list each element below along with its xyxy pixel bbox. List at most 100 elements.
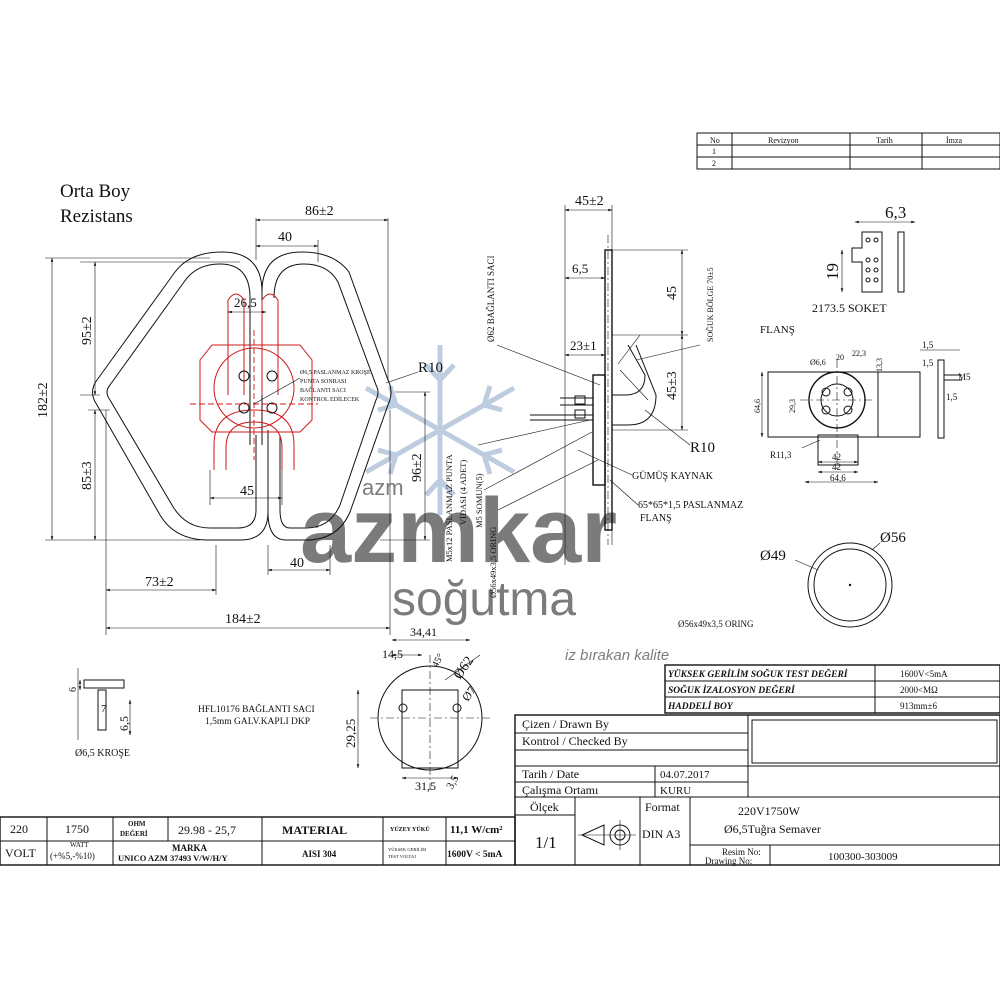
note-line4: KONTROL EDİLECEK bbox=[300, 396, 360, 403]
revision-table: No Revizyon Tarih İmza 1 2 bbox=[696, 132, 1000, 170]
flans-dim-42a: 42 bbox=[832, 452, 841, 462]
note-line1: Ø6,5 PASLANMAZ KROŞE bbox=[300, 370, 371, 376]
plate-dim-145: 14,5 bbox=[382, 647, 403, 661]
bt-marka-value: UNICO AZM 37493 V/W/H/Y bbox=[118, 853, 228, 863]
flans-dim-133: 13,3 bbox=[875, 358, 884, 372]
rev-header-tarih: Tarih bbox=[876, 136, 893, 145]
krose-label: Ø6,5 KROŞE bbox=[75, 748, 130, 759]
dim-total-width: 184±2 bbox=[225, 612, 261, 627]
krose-view: 6 6,5 7 Ø6,5 KROŞE bbox=[68, 668, 132, 759]
title-line2: Rezistans bbox=[60, 206, 133, 227]
krose-dim-65: 6,5 bbox=[117, 716, 131, 731]
bottom-spec-table: 220 VOLT 1750 WATT (+%5,-%10) OHM DEĞERİ… bbox=[0, 816, 516, 866]
tb-checked-by: Kontrol / Checked By bbox=[522, 734, 628, 748]
dim-inner-bottom: 45 bbox=[240, 484, 254, 499]
plate-dim-315: 31,5 bbox=[415, 779, 436, 793]
spec-label-2: SOĞUK İZALOSYON DEĞERİ bbox=[668, 683, 795, 696]
spec-value-2: 2000<MΩ bbox=[900, 685, 938, 695]
flans-dim-15b: 1,5 bbox=[922, 358, 934, 368]
plate-view: 34,41 14,5 Ø62 Ø7 29,25 31,5 45° 3,5 bbox=[343, 625, 490, 793]
spec-value-1: 1600V<5mA bbox=[900, 669, 948, 679]
dim-total-height: 182±2 bbox=[36, 382, 51, 418]
bt-ohm-label1: OHM bbox=[128, 820, 146, 828]
dim-bottom-right: 40 bbox=[290, 556, 304, 571]
flans-dim-d66: Ø6,6 bbox=[810, 358, 826, 367]
plate-dim-7: Ø7 bbox=[459, 684, 479, 704]
flans-dim-r113: R11,3 bbox=[770, 450, 792, 460]
dim-left-lower: 85±3 bbox=[80, 461, 95, 490]
watermark-brand: azmkar bbox=[300, 480, 617, 582]
plate-dim-35: 3,5 bbox=[444, 773, 462, 791]
oring-dim-56: Ø56 bbox=[880, 530, 906, 546]
side-label-flans-1: 65*65*1,5 PASLANMAZ bbox=[638, 500, 743, 511]
dim-top-width: 86±2 bbox=[305, 204, 334, 219]
plate-dim-3441: 34,41 bbox=[410, 625, 437, 639]
projection-symbol-icon bbox=[578, 820, 636, 850]
rev-header-revizyon: Revizyon bbox=[768, 136, 799, 145]
flans-dim-15c: 1,5 bbox=[946, 392, 958, 402]
bt-surface-value: 11,1 W/cm² bbox=[450, 824, 503, 836]
spec-label-1: YÜKSEK GERİLİM SOĞUK TEST DEĞERİ bbox=[668, 667, 848, 680]
note-line3: BAĞLANTI SACI bbox=[300, 386, 346, 394]
rev-header-imza: İmza bbox=[946, 136, 962, 145]
plate-dim-2925: 29,25 bbox=[343, 719, 358, 748]
flans-dim-20: 20 bbox=[836, 353, 844, 362]
flans-dim-646: 64,6 bbox=[753, 399, 762, 413]
tb-scale-label: Ölçek bbox=[530, 800, 559, 814]
flans-label: FLANŞ bbox=[760, 324, 795, 336]
flans-dim-42b: 42 bbox=[832, 462, 841, 472]
bt-watt-value: 1750 bbox=[65, 822, 89, 836]
soket-dim-63: 6,3 bbox=[885, 203, 906, 222]
flans-view: FLANŞ Ø6,6 20 22,3 13,3 64,6 29,3 42 42 … bbox=[753, 324, 971, 484]
dim-center-gap: 26,5 bbox=[234, 295, 257, 310]
plate-dim-62: Ø62 bbox=[451, 654, 477, 682]
snowflake-icon bbox=[364, 345, 516, 515]
bt-marka-label: MARKA bbox=[172, 843, 207, 853]
note-line2: PUNTA SONRASI bbox=[300, 379, 346, 385]
watermark-slogan: iz bırakan kalite bbox=[565, 647, 669, 664]
flans-dim-646b: 64,6 bbox=[830, 473, 846, 483]
rev-row-2: 2 bbox=[712, 159, 716, 168]
krose-dim-7: 7 bbox=[101, 703, 107, 715]
side-dim-23: 23±1 bbox=[570, 338, 597, 353]
side-label-kaynak: GÜMÜŞ KAYNAK bbox=[632, 470, 714, 482]
tb-drawing-no-label1: Resim No: bbox=[722, 847, 761, 857]
soket-dim-19: 19 bbox=[823, 263, 842, 280]
tb-drawing-no-label2: Drawing No: bbox=[705, 856, 752, 866]
dim-top-inner: 40 bbox=[278, 230, 292, 245]
tb-format-label: Format bbox=[645, 800, 680, 814]
bt-material-value: AISI 304 bbox=[302, 849, 337, 859]
watermark-small: azm bbox=[362, 475, 404, 500]
bt-hv-label1: YÜKSEK GERİLİM bbox=[388, 847, 426, 852]
tb-date-value: 04.07.2017 bbox=[660, 769, 710, 781]
soket-label: 2173.5 SOKET bbox=[812, 301, 887, 315]
plate-dim-45: 45° bbox=[430, 652, 447, 670]
oring-view: Ø49 Ø56 Ø56x49x3,5 ORING bbox=[678, 530, 906, 629]
title-line1: Orta Boy bbox=[60, 181, 131, 202]
side-label-somun: M5 SOMUN(5) bbox=[474, 473, 484, 528]
bt-material-label: MATERIAL bbox=[282, 823, 347, 837]
dim-left-upper: 95±2 bbox=[80, 316, 95, 345]
side-dim-65: 6,5 bbox=[572, 261, 588, 276]
side-bend-label: SOĞUK BÖLGE 70±5 bbox=[705, 267, 715, 342]
rev-row-1: 1 bbox=[712, 147, 716, 156]
side-dim-45: 45 bbox=[665, 286, 680, 300]
flans-dim-m5: M5 bbox=[958, 372, 971, 382]
bt-watt-label: WATT bbox=[70, 841, 89, 849]
bt-ohm-value: 29.98 - 25,7 bbox=[178, 823, 236, 837]
spec-value-3: 913mm±6 bbox=[900, 701, 937, 711]
main-element-view: 86±2 40 26,5 95±2 182±2 85±3 96±2 45 bbox=[36, 204, 443, 635]
side-label-vida-2: VİDASI (4 ADET) bbox=[458, 460, 468, 525]
spec-label-3: HADDELİ BOY bbox=[667, 700, 734, 712]
side-label-flans-2: FLANŞ bbox=[640, 513, 672, 524]
bt-ohm-label2: DEĞERİ bbox=[120, 830, 148, 838]
dim-right-lower: 96±2 bbox=[410, 453, 425, 482]
tb-format-value: DIN A3 bbox=[642, 827, 680, 841]
soket-view: 6,3 19 2173.5 SOKET bbox=[812, 203, 916, 315]
tb-env-value: KURU bbox=[660, 785, 691, 797]
rev-header-no: No bbox=[710, 136, 720, 145]
krose-dim-6: 6 bbox=[68, 687, 79, 692]
flans-dim-223: 22,3 bbox=[852, 349, 866, 358]
bt-watt-tol: (+%5,-%10) bbox=[50, 851, 95, 861]
